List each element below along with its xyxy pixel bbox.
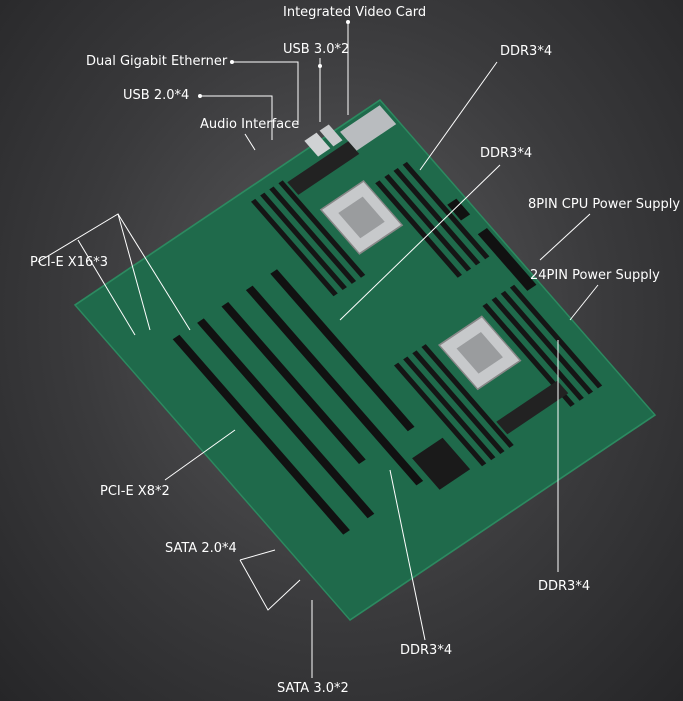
cpu-power-connector bbox=[447, 198, 471, 221]
label-usb2: USB 2.0*4 bbox=[123, 88, 190, 103]
cpu-sockets bbox=[319, 179, 522, 391]
rear-io-ports bbox=[304, 105, 397, 157]
callout-dots bbox=[198, 20, 350, 98]
label-dual-gigabit: Dual Gigabit Etherner bbox=[86, 54, 228, 69]
label-ddr3-top-right: DDR3*4 bbox=[500, 44, 553, 59]
label-ddr3-bottom-right: DDR3*4 bbox=[538, 579, 591, 594]
label-sata2: SATA 2.0*4 bbox=[165, 541, 237, 556]
label-pcie-x16: PCI-E X16*3 bbox=[30, 255, 109, 270]
label-atx-power: 24PIN Power Supply bbox=[530, 268, 660, 283]
label-cpu-power: 8PIN CPU Power Supply bbox=[528, 197, 681, 212]
callout-lines bbox=[37, 22, 599, 678]
label-ddr3-bottom: DDR3*4 bbox=[400, 643, 453, 658]
motherboard bbox=[73, 98, 657, 622]
pcie-slots bbox=[172, 269, 424, 535]
atx-power-connector bbox=[477, 228, 537, 291]
dimm-slots bbox=[250, 161, 603, 467]
vrm-heatsink bbox=[496, 380, 569, 435]
label-sata3: SATA 3.0*2 bbox=[277, 681, 349, 696]
vrm-heatsink bbox=[287, 141, 360, 195]
chipset-heatsink bbox=[412, 437, 471, 490]
label-usb3: USB 3.0*2 bbox=[283, 42, 350, 57]
label-pcie-x8: PCI-E X8*2 bbox=[100, 484, 170, 499]
label-integrated-video-card: Integrated Video Card bbox=[283, 5, 427, 20]
label-ddr3-center: DDR3*4 bbox=[480, 146, 533, 161]
label-audio-interface: Audio Interface bbox=[200, 117, 300, 132]
